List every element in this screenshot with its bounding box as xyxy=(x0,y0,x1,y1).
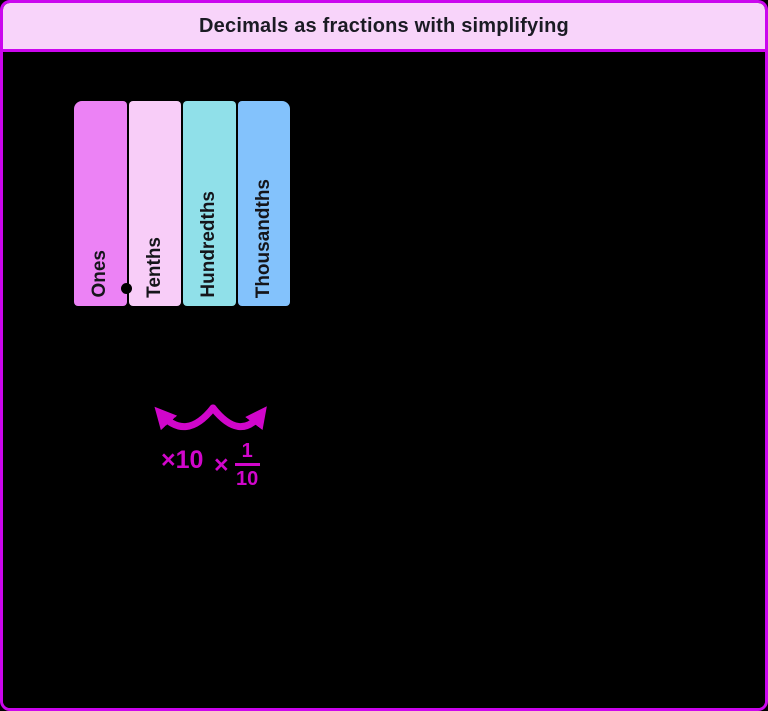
fraction-denominator: 10 xyxy=(236,468,259,490)
one-tenth-fraction: 1 10 xyxy=(234,440,260,491)
content-area: Ones Tenths Hundredths Thousandths ×10 xyxy=(3,52,765,708)
decimal-point-dot xyxy=(121,283,132,294)
column-label-thousandths: Thousandths xyxy=(252,178,274,298)
multiply-divide-arrows-icon xyxy=(154,404,267,431)
column-label-tenths: Tenths xyxy=(143,237,165,298)
place-value-column-thousandths: Thousandths xyxy=(237,101,290,306)
right-curved-arrow xyxy=(209,404,267,431)
lesson-header: Decimals as fractions with simplifying xyxy=(3,3,765,52)
column-label-ones: Ones xyxy=(89,250,111,298)
place-value-column-tenths: Tenths xyxy=(128,101,181,306)
multiply-by-one-tenth-label: × 1 10 xyxy=(214,440,260,491)
page-title: Decimals as fractions with simplifying xyxy=(199,14,569,37)
place-value-chart: Ones Tenths Hundredths Thousandths xyxy=(72,99,292,308)
place-value-column-hundredths: Hundredths xyxy=(183,101,236,306)
fraction-numerator: 1 xyxy=(234,440,260,466)
multiply-by-ten-label: ×10 xyxy=(161,446,204,474)
place-value-column-ones: Ones xyxy=(74,101,127,306)
column-label-hundredths: Hundredths xyxy=(198,191,220,298)
left-curved-arrow xyxy=(154,404,217,431)
times-sign: × xyxy=(214,451,229,479)
